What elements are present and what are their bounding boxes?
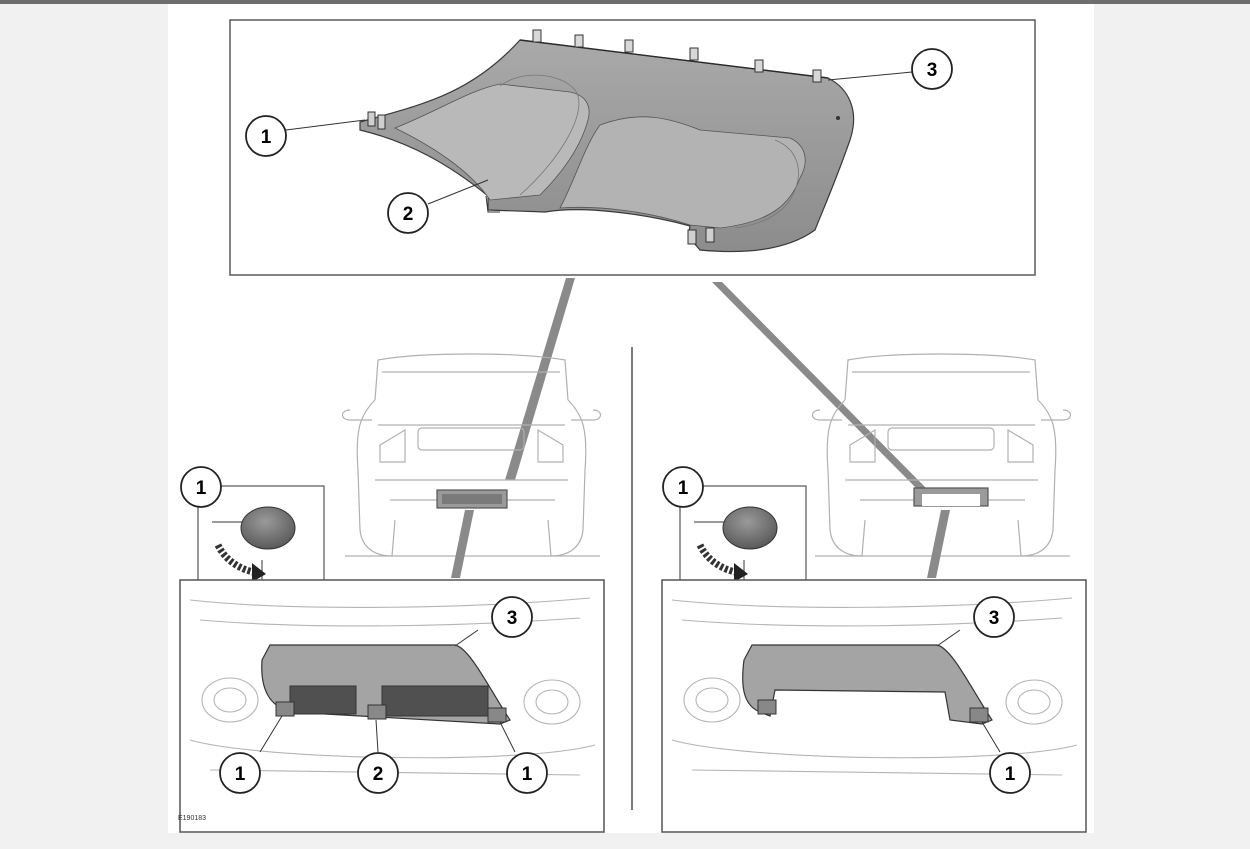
top-detail-panel: 1 2 3	[229, 19, 1036, 276]
callout-number: 1	[678, 478, 689, 499]
leader-line	[454, 629, 479, 647]
right-bumper-detail: 3 1	[661, 579, 1087, 833]
callout-1-right-clip: 1	[662, 466, 704, 508]
callout-3-top: 3	[911, 48, 953, 90]
zoom-lines	[505, 278, 930, 492]
right-clip-detail: 1	[662, 466, 807, 595]
callout-2-left: 2	[357, 752, 399, 794]
callout-3-left: 3	[491, 596, 533, 638]
callout-1-left-a: 1	[219, 752, 261, 794]
window-top-bar	[0, 0, 1250, 4]
callout-3-right: 3	[973, 596, 1015, 638]
zoom-line	[451, 510, 474, 578]
callout-number: 3	[989, 608, 1000, 629]
callout-number: 3	[507, 608, 518, 629]
callout-number: 2	[373, 764, 384, 785]
callout-1-left-clip: 1	[180, 466, 222, 508]
leader-line	[936, 629, 961, 647]
callout-number: 1	[1005, 764, 1016, 785]
callout-number: 1	[522, 764, 533, 785]
right-vehicle-rear-view	[811, 353, 1072, 557]
leader-line	[375, 719, 379, 753]
callout-number: 2	[403, 204, 414, 225]
callout-2-top: 2	[387, 192, 429, 234]
zoom-line	[927, 510, 950, 578]
leader-line	[499, 721, 516, 753]
left-clip-detail: 1	[180, 466, 325, 595]
callout-1-left-b: 1	[506, 752, 548, 794]
leader-line	[827, 71, 913, 81]
left-vehicle-rear-view	[341, 353, 602, 557]
callout-number: 1	[261, 127, 272, 148]
figure-id: E190183	[178, 815, 206, 822]
leader-line	[259, 715, 283, 753]
callout-number: 3	[927, 60, 938, 81]
left-bumper-detail: 3 1 2 1	[179, 579, 605, 833]
callout-number: 1	[196, 478, 207, 499]
leader-line	[285, 119, 366, 131]
callout-number: 1	[235, 764, 246, 785]
undertray-trim-component	[359, 29, 855, 253]
callout-1-top: 1	[245, 115, 287, 157]
leader-line	[427, 179, 489, 205]
leader-line	[981, 721, 1001, 753]
callout-1-right: 1	[989, 752, 1031, 794]
